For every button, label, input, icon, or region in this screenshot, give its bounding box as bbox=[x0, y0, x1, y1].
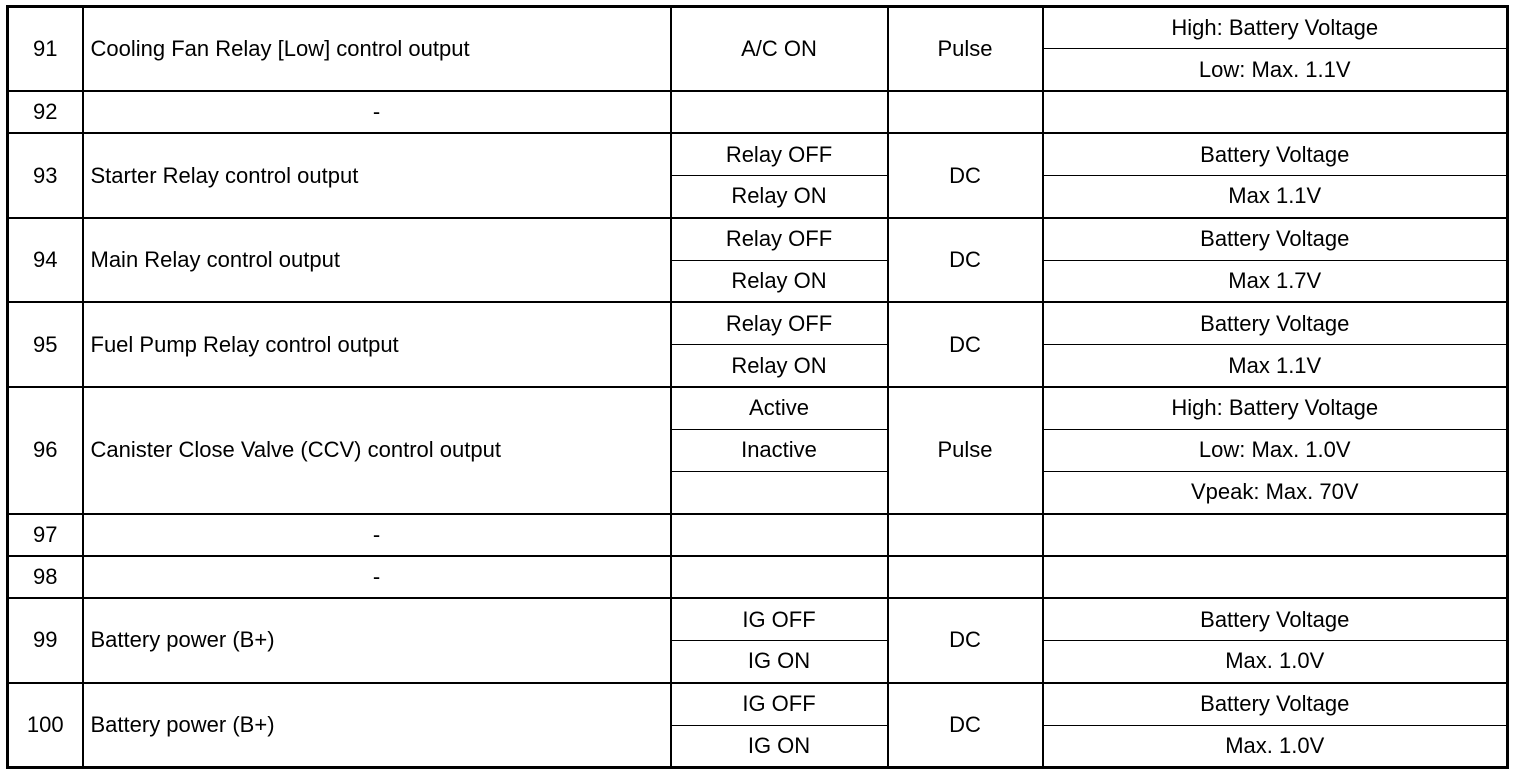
condition-cell bbox=[670, 470, 889, 515]
pin-number-cell: 98 bbox=[7, 554, 84, 599]
signal-type-cell: DC bbox=[887, 216, 1044, 303]
table-row: IG ON Max. 1.0V bbox=[8, 639, 1508, 684]
description-cell: - bbox=[82, 90, 672, 134]
pin-number-cell: 100 bbox=[7, 681, 84, 768]
signal-type-cell bbox=[887, 90, 1044, 134]
pin-number-cell: 92 bbox=[7, 90, 84, 134]
condition-cell bbox=[670, 90, 889, 134]
level-cell: High: Battery Voltage bbox=[1042, 5, 1508, 50]
level-cell: Max 1.1V bbox=[1042, 344, 1508, 388]
table-row: 92- bbox=[7, 90, 1508, 134]
signal-type-cell: DC bbox=[887, 681, 1044, 768]
description-cell: Starter Relay control output bbox=[82, 132, 672, 219]
pin-number-cell: 94 bbox=[7, 216, 84, 303]
level-cell: Max 1.7V bbox=[1042, 259, 1508, 303]
condition-cell bbox=[670, 512, 889, 557]
description-cell: Battery power (B+) bbox=[82, 681, 672, 768]
table-row: IG ON Max. 1.0V bbox=[8, 724, 1508, 769]
condition-cell: Relay ON bbox=[670, 259, 889, 303]
description-cell: Main Relay control output bbox=[82, 216, 672, 303]
level-cell: Max. 1.0V bbox=[1042, 724, 1508, 769]
pin-number-cell: 99 bbox=[7, 597, 84, 684]
level-cell bbox=[1042, 90, 1508, 134]
condition-cell: IG ON bbox=[670, 724, 889, 769]
table-row: Inactive Low: Max. 1.0V bbox=[8, 428, 1508, 472]
condition-cell: Relay OFF bbox=[670, 132, 889, 177]
description-cell: Canister Close Valve (CCV) control outpu… bbox=[82, 385, 672, 515]
level-cell: Battery Voltage bbox=[1042, 681, 1508, 726]
table-row: Relay ON Max 1.7V bbox=[8, 259, 1508, 303]
level-cell: Battery Voltage bbox=[1042, 597, 1508, 641]
description-cell: Cooling Fan Relay [Low] control output bbox=[82, 6, 672, 92]
pin-number-cell: 91 bbox=[7, 6, 84, 92]
table-row: Relay ON Max 1.1V bbox=[8, 344, 1508, 388]
pin-number-cell: 95 bbox=[7, 301, 84, 388]
pin-number-cell: 93 bbox=[7, 132, 84, 219]
condition-cell: IG OFF bbox=[670, 681, 889, 726]
level-cell: Max 1.1V bbox=[1042, 175, 1508, 219]
condition-cell: A/C ON bbox=[670, 6, 889, 92]
level-cell: Max. 1.0V bbox=[1042, 639, 1508, 684]
level-cell bbox=[1042, 554, 1508, 599]
table-row: Vpeak: Max. 70V bbox=[8, 470, 1508, 515]
condition-cell: Relay ON bbox=[670, 344, 889, 388]
table-row: Relay ON Max 1.1V bbox=[8, 175, 1508, 219]
description-cell: Fuel Pump Relay control output bbox=[82, 301, 672, 388]
condition-cell: IG ON bbox=[670, 639, 889, 684]
table-row: 97- bbox=[7, 512, 1508, 557]
signal-type-cell: DC bbox=[887, 597, 1044, 684]
table-row: Low: Max. 1.1V bbox=[8, 48, 1508, 92]
level-cell: Low: Max. 1.1V bbox=[1042, 48, 1508, 92]
description-cell: - bbox=[82, 554, 672, 599]
signal-type-cell bbox=[887, 554, 1044, 599]
level-cell: Vpeak: Max. 70V bbox=[1042, 470, 1508, 515]
level-cell: Battery Voltage bbox=[1042, 301, 1508, 346]
level-cell: Battery Voltage bbox=[1042, 132, 1508, 177]
description-cell: - bbox=[82, 512, 672, 557]
condition-cell: Relay ON bbox=[670, 175, 889, 219]
table-row: 98- bbox=[7, 554, 1508, 599]
level-cell bbox=[1042, 512, 1508, 557]
signal-type-cell: DC bbox=[887, 301, 1044, 388]
condition-cell: IG OFF bbox=[670, 597, 889, 641]
signal-type-cell: DC bbox=[887, 132, 1044, 219]
signal-type-cell: Pulse bbox=[887, 6, 1044, 92]
condition-cell: Relay OFF bbox=[670, 216, 889, 261]
condition-cell: Relay OFF bbox=[670, 301, 889, 346]
signal-type-cell: Pulse bbox=[887, 385, 1044, 515]
condition-cell: Inactive bbox=[670, 428, 889, 472]
condition-cell: Active bbox=[670, 385, 889, 430]
pin-number-cell: 96 bbox=[7, 385, 84, 515]
level-cell: High: Battery Voltage bbox=[1042, 385, 1508, 430]
condition-cell bbox=[670, 554, 889, 599]
level-cell: Battery Voltage bbox=[1042, 216, 1508, 261]
signal-type-cell bbox=[887, 512, 1044, 557]
level-cell: Low: Max. 1.0V bbox=[1042, 428, 1508, 472]
pin-number-cell: 97 bbox=[7, 512, 84, 557]
description-cell: Battery power (B+) bbox=[82, 597, 672, 684]
